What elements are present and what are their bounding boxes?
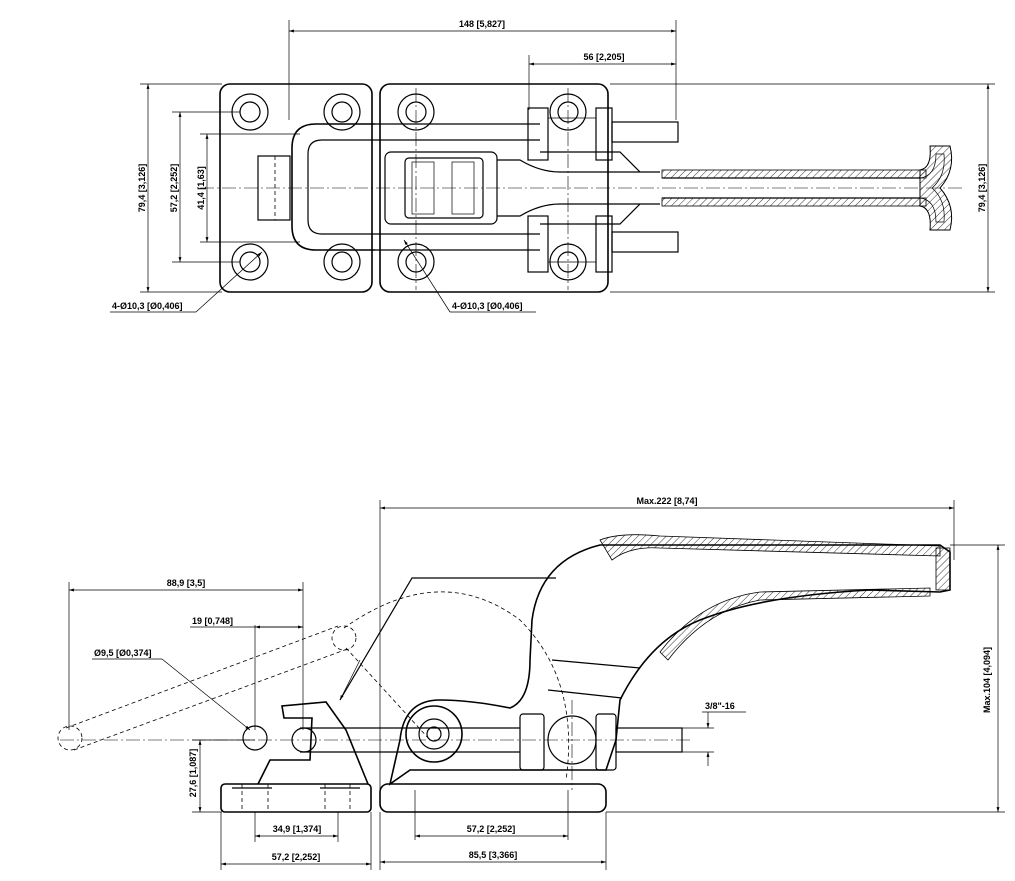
dim-inner-width: 57,2 [2,252] [169,164,179,213]
dim-base-height: 27,6 [1,087] [188,749,198,798]
latch-bracket [257,701,369,785]
dim-holes-right: 4-Ø10,3 [Ø0,406] [452,301,523,311]
side-view: Max.222 [8,74] Max.104 [4,094] 88,9 [3,5… [57,496,1005,870]
dim-pin-offset: 19 [0,748] [192,616,233,626]
dim-pin-dia: Ø9,5 [Ø0,374] [94,648,152,658]
dim-bracket-width: 57,2 [2,252] [272,852,321,862]
dim-width-left: 79,4 [3,126] [137,164,147,213]
dim-max-length: Max.222 [8,74] [636,496,697,506]
dim-overall-length: 148 [5,827] [459,19,505,29]
dim-holes-left: 4-Ø10,3 [Ø0,406] [112,301,183,311]
right-plate-holes [397,93,587,281]
latch-hook [291,123,375,251]
top-view: 148 [5,827] 56 [2,205] 79,4 [3,126] 57,2… [110,19,995,313]
dim-stroke: 56 [2,205] [583,52,624,62]
dim-base-holes: 57,2 [2,252] [467,824,516,834]
dim-thread: 3/8"-16 [705,701,735,711]
dim-max-height: Max.104 [4,094] [982,647,992,713]
handle-yoke [497,159,660,173]
side-handle-grip [599,534,941,561]
dim-bracket-holes: 34,9 [1,374] [273,824,322,834]
clamp-base [379,783,607,813]
pivot [405,705,463,763]
dim-latch-reach: 88,9 [3,5] [167,578,206,588]
left-plate-holes [231,93,361,281]
dim-width-right: 79,4 [3,126] [977,164,987,213]
lower-bolt [527,215,679,273]
dim-base-length: 85,5 [3,366] [469,850,518,860]
clamp-body [388,544,951,786]
dim-slot-width: 41,4 [1,63] [196,166,206,210]
latch-bracket-base [220,783,372,813]
upper-bolt [527,107,679,161]
spindle [300,713,683,771]
